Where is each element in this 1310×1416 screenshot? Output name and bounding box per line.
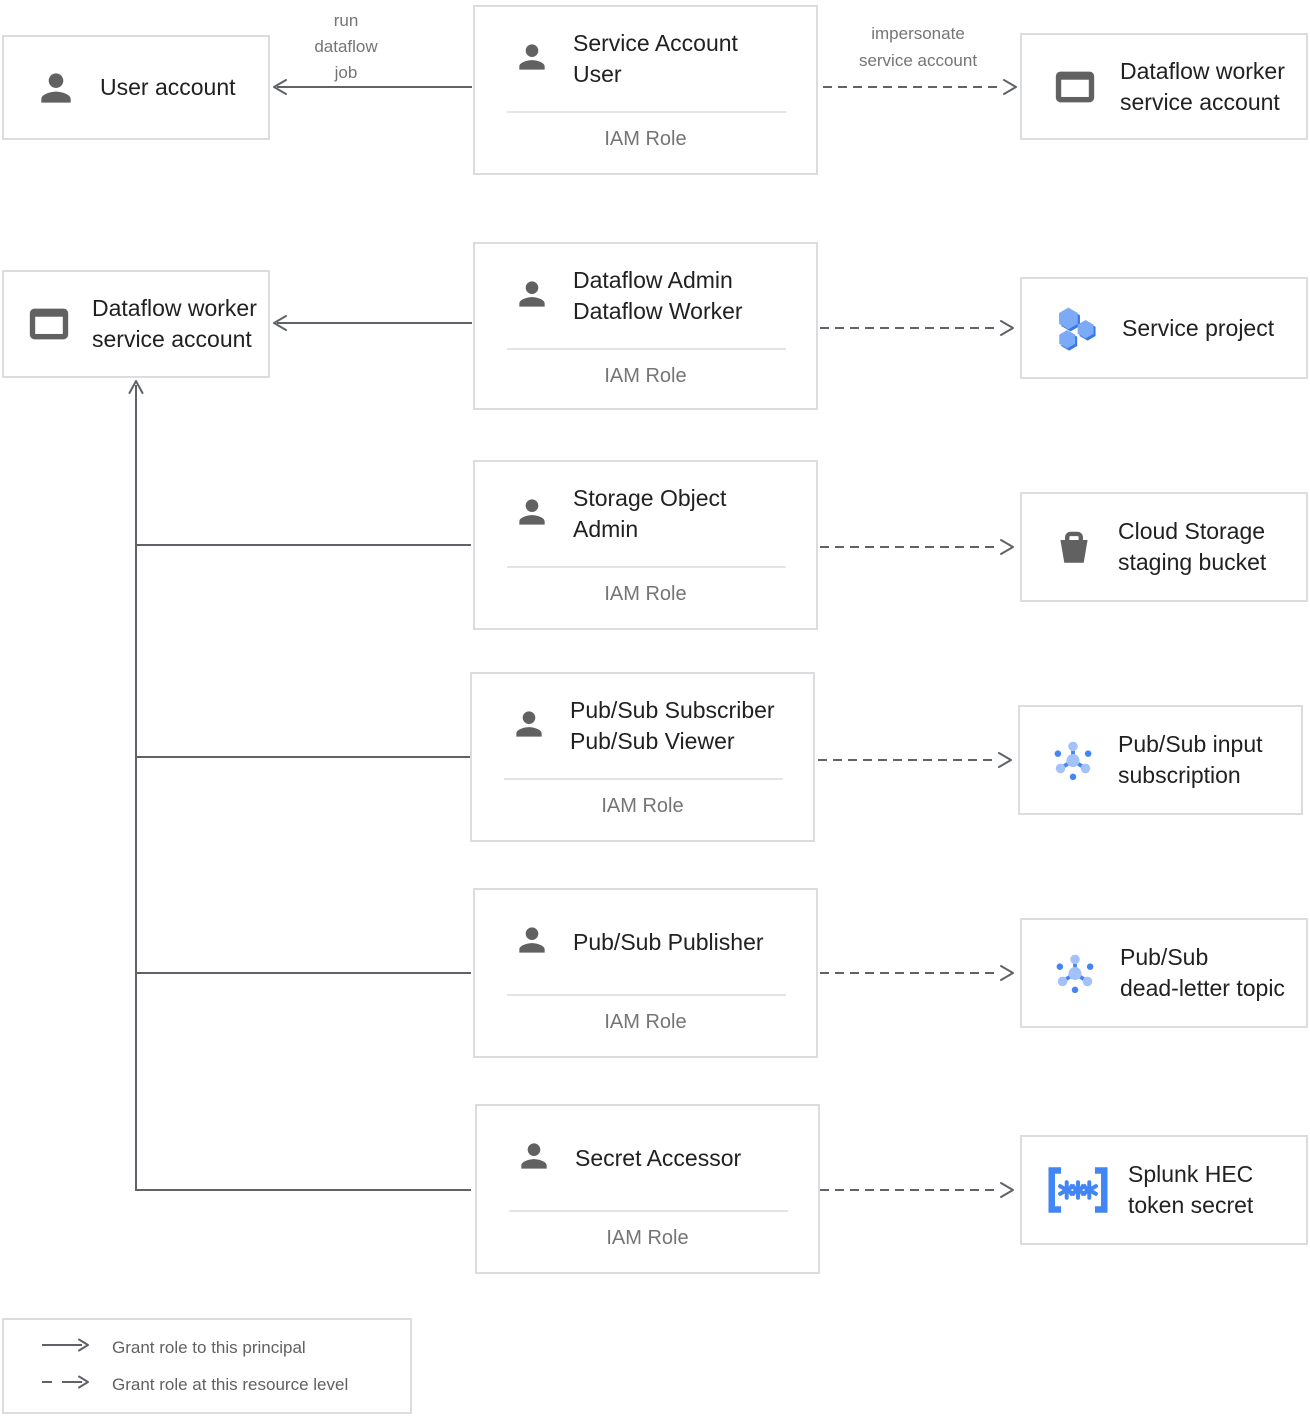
resource-label: Pub/Sub [1120,944,1209,970]
divider [507,566,786,568]
resource-label: token secret [1128,1192,1254,1218]
legend-label-solid: Grant role to this principal [112,1337,306,1357]
service-project-box: Service project [1020,277,1308,379]
edge-dead-letter-topic [820,965,1014,981]
staging-bucket-box: Cloud Storage staging bucket [1020,492,1308,602]
solid-arrow-icon [40,1336,92,1359]
user-account-label: User account [100,74,236,100]
iam-role-title: Service Account User [573,30,738,87]
iam-role-footer: IAM Role [601,795,684,817]
dashed-arrow-icon [40,1373,92,1396]
pubsub-input-subscription-box: Pub/Sub input subscription [1018,705,1303,815]
iam-role-title: Secret Accessor [575,1144,742,1171]
resource-label: dead-letter topic [1120,975,1285,1001]
edge-run-dataflow-job [273,79,472,95]
edge-staging-bucket [820,539,1014,555]
legend-box: Grant role to this principal Grant role … [2,1318,412,1414]
iam-role-title: Pub/Sub Subscriber [570,697,775,723]
resource-label: service account [1120,88,1280,115]
secret-brackets-icon [1044,1166,1112,1214]
edge-label-run-dataflow-job: run dataflow job [314,11,378,82]
iam-box-pubsub-publisher: Pub/Sub Publisher IAM Role [473,888,818,1058]
splunk-hec-token-secret-box: Splunk HEC token secret [1020,1135,1308,1245]
iam-role-title: Pub/Sub Viewer [570,728,735,754]
iam-role-footer: IAM Role [604,1011,687,1033]
person-icon [513,275,551,318]
edge-token-secret [820,1182,1014,1198]
storage-bucket-icon [1052,525,1096,569]
iam-role-title: Dataflow Admin [573,267,733,293]
resource-label: Splunk HEC [1128,1161,1254,1187]
iam-role-title: Storage Object Admin [573,485,727,542]
divider [509,1210,788,1212]
dataflow-worker-sa-box: Dataflow worker service account [1020,33,1308,140]
principal-label: Dataflow worker [92,295,257,321]
edge-impersonate-service-account [823,79,1017,95]
pubsub-icon [1052,950,1098,996]
iam-box-storage-object-admin: Storage Object Admin IAM Role [473,460,818,630]
person-icon [510,705,548,748]
divider [507,111,786,113]
service-account-card-icon [1052,64,1098,110]
resource-label: Dataflow worker [1120,57,1285,84]
worker-sa-principal-box: Dataflow worker service account [2,270,270,378]
resource-label: Service project [1122,314,1275,341]
divider [507,348,786,350]
resource-label: Cloud Storage [1118,518,1266,544]
resource-label: Pub/Sub input [1118,731,1263,757]
edge-label-impersonate: impersonate service account [858,24,978,70]
pubsub-dead-letter-topic-box: Pub/Sub dead-letter topic [1020,918,1308,1028]
edge-input-subscription [818,752,1012,768]
legend-row-dashed: Grant role at this resource level [40,1373,410,1396]
iam-role-footer: IAM Role [604,583,687,605]
iam-role-footer: IAM Role [604,365,687,387]
resource-label: subscription [1118,762,1241,788]
person-icon [513,921,551,964]
iam-role-title: Pub/Sub Publisher [573,928,764,955]
person-icon [515,1137,553,1180]
worker-sa-connector [128,380,471,1191]
person-icon [34,66,78,110]
person-icon [513,38,551,81]
project-hexagons-icon [1052,304,1100,352]
principal-label: service account [92,326,252,352]
divider [504,778,783,780]
iam-box-dataflow-admin-worker: Dataflow Admin Dataflow Worker IAM Role [473,242,818,410]
iam-box-pubsub-subscriber-viewer: Pub/Sub Subscriber Pub/Sub Viewer IAM Ro… [470,672,815,842]
iam-role-footer: IAM Role [604,128,687,150]
edge-grant-dataflow-roles [273,315,472,331]
iam-box-service-account-user: Service Account User IAM Role [473,5,818,175]
iam-box-secret-accessor: Secret Accessor IAM Role [475,1104,820,1274]
iam-role-footer: IAM Role [606,1227,689,1249]
person-icon [513,493,551,536]
edge-service-project [820,320,1014,336]
user-account-box: User account [2,35,270,140]
resource-label: staging bucket [1118,549,1267,575]
pubsub-icon [1050,737,1096,783]
legend-row-solid: Grant role to this principal [40,1336,410,1359]
legend-label-dashed: Grant role at this resource level [112,1374,349,1394]
service-account-card-icon [26,301,72,347]
iam-role-title: Dataflow Worker [573,298,743,324]
divider [507,994,786,996]
